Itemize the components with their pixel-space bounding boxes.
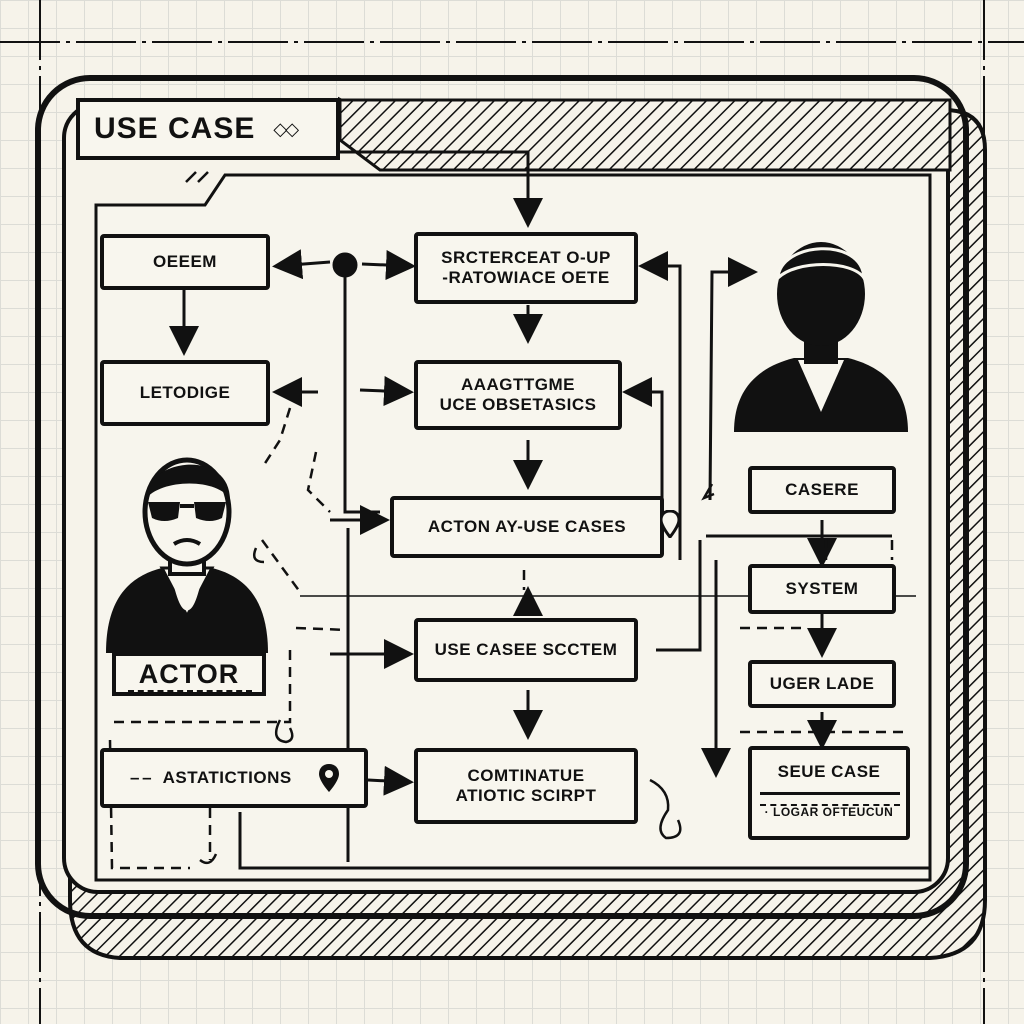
diagram-title-tab: USE CASE ◇◇ xyxy=(76,98,340,160)
center-box-continuate-line2: ATIOTIC SCIRPT xyxy=(455,786,597,805)
right-box-system[interactable]: SYSTEM xyxy=(748,564,896,614)
left-box-oeeem-label: OEEEM xyxy=(153,252,217,272)
dash-marker: – – xyxy=(130,768,152,788)
diagram-title: USE CASE xyxy=(94,112,256,145)
seue-case-divider xyxy=(760,792,900,795)
center-box-1[interactable]: SRCTERCEAT O-UP -RATOWIACE OETE xyxy=(414,232,638,304)
connector-pin-icon xyxy=(660,510,680,538)
right-box-casere[interactable]: CASERE xyxy=(748,466,896,514)
center-box-actor-use-cases[interactable]: ACTON AY-USE CASES xyxy=(390,496,664,558)
center-box-continuate-line1: COMTINATUE xyxy=(467,766,585,786)
right-box-uger-lade[interactable]: UGER LADE xyxy=(748,660,896,708)
hook-glyphs xyxy=(185,171,715,865)
left-box-oeeem[interactable]: OEEEM xyxy=(100,234,270,290)
center-box-1-line2: -RATOWIACE OETE xyxy=(442,268,610,287)
connector-lines xyxy=(169,150,930,870)
center-box-use-case-system[interactable]: USE CASEE SCCTEM xyxy=(414,618,638,682)
actor-label-box: ACTOR xyxy=(112,652,266,696)
right-box-seue-case-sub: · LOGAR OFTEUCUN xyxy=(764,804,894,819)
left-box-letodige[interactable]: LETODIGE xyxy=(100,360,270,426)
center-box-use-case-system-label: USE CASEE SCCTEM xyxy=(434,640,618,660)
map-pin-icon xyxy=(318,764,339,792)
right-box-casere-label: CASERE xyxy=(785,480,859,500)
actor-label-underline xyxy=(128,690,252,692)
tab-hatch xyxy=(338,98,952,172)
right-box-system-label: SYSTEM xyxy=(785,579,859,599)
center-box-1-line1: SRCTERCEAT O-UP xyxy=(441,248,611,268)
bottom-left-box-label: ASTATICTIONS xyxy=(162,768,292,788)
bottom-left-box-astatictions[interactable]: – – ASTATICTIONS xyxy=(100,748,368,808)
user-silhouette-icon xyxy=(734,242,908,432)
double-diamond-icon: ◇◇ xyxy=(273,118,299,139)
center-box-2-line1: AAAGTTGME xyxy=(460,375,576,395)
center-box-2[interactable]: AAAGTTGME UCE OBSETASICS xyxy=(414,360,622,430)
center-box-actor-use-cases-label: ACTON AY-USE CASES xyxy=(427,517,627,537)
actor-label: ACTOR xyxy=(138,658,240,689)
right-box-uger-lade-label: UGER LADE xyxy=(769,674,875,694)
seue-case-divider-dashed xyxy=(760,804,900,806)
center-box-2-line2: UCE OBSETASICS xyxy=(439,395,597,414)
outer-frame xyxy=(35,75,969,919)
right-box-seue-case-title: SEUE CASE xyxy=(777,762,881,781)
center-box-continuate[interactable]: COMTINATUE ATIOTIC SCIRPT xyxy=(414,748,638,824)
actor-person-icon xyxy=(106,457,268,653)
left-box-letodige-label: LETODIGE xyxy=(139,383,231,403)
